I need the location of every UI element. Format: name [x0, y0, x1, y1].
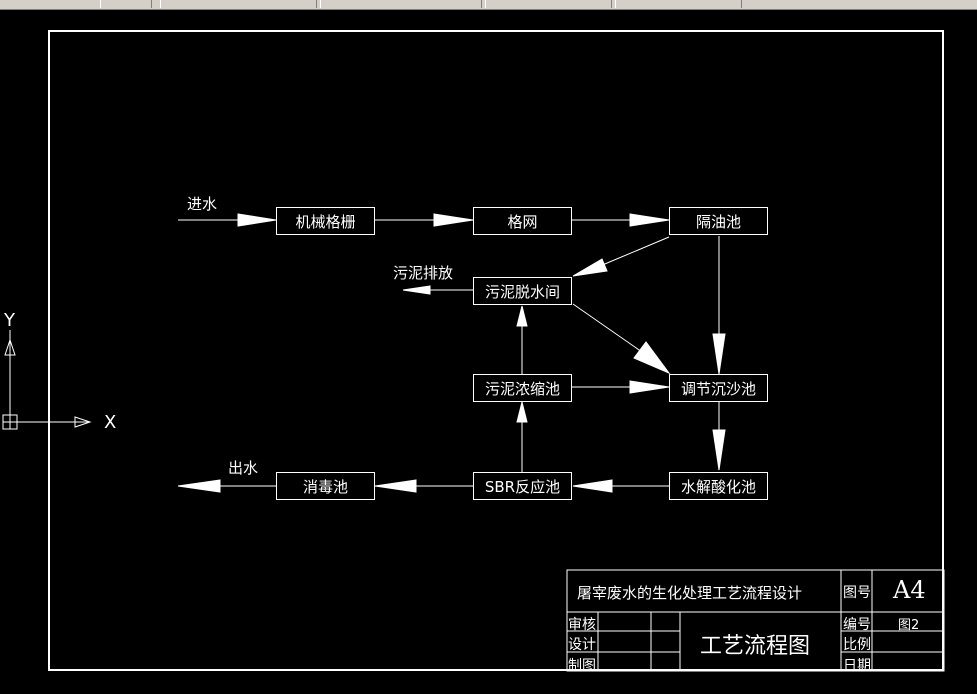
title-serial: 图2: [898, 618, 920, 633]
node-label: 污泥浓缩池: [484, 379, 560, 398]
node-mech-grille[interactable]: 机械格栅: [276, 207, 375, 235]
edge-dewater-adjust: [572, 303, 643, 353]
node-adjust-settle[interactable]: 调节沉沙池: [669, 374, 768, 402]
arrowhead: [572, 258, 608, 277]
title-review-label: 审核: [568, 617, 596, 633]
node-label: 消毒池: [302, 477, 348, 496]
arrowhead: [374, 479, 417, 493]
arrowhead: [516, 401, 528, 423]
node-label: 格网: [507, 212, 538, 231]
node-label: 隔油池: [695, 212, 741, 231]
node-label: 水解酸化池: [680, 477, 756, 496]
drawing-frame: [48, 30, 944, 671]
toolbar-color-dropdown[interactable]: [320, 0, 482, 8]
arrowhead: [516, 305, 528, 327]
title-scale-label: 比例: [843, 637, 871, 653]
cad-toolbar-strip: [0, 0, 977, 10]
arrowhead: [177, 479, 221, 493]
node-label: 机械格栅: [295, 212, 356, 231]
node-hydrolysis[interactable]: 水解酸化池: [669, 472, 768, 500]
arrowhead: [629, 213, 670, 227]
toolbar-linetype-dropdown[interactable]: [485, 0, 612, 8]
arrowhead: [572, 479, 613, 493]
title-design-label: 设计: [568, 637, 596, 653]
node-mesh[interactable]: 格网: [473, 207, 572, 235]
node-sludge-thickener[interactable]: 污泥浓缩池: [473, 374, 572, 402]
title-serial-label: 编号: [843, 617, 871, 633]
node-sludge-dewatering[interactable]: 污泥脱水间: [473, 277, 572, 305]
arrowhead: [633, 341, 671, 375]
label-inflow: 进水: [187, 195, 218, 213]
arrowhead: [237, 213, 277, 227]
arrowhead: [433, 213, 474, 227]
arrowhead: [402, 285, 431, 295]
toolbar-lineweight-dropdown[interactable]: [615, 0, 742, 8]
node-label: SBR反应池: [484, 477, 561, 496]
label-sludge-discharge: 污泥排放: [393, 264, 454, 282]
title-block-grid: [566, 569, 945, 672]
title-drawing-no-label: 图号: [843, 585, 871, 601]
title-drawing-name: 工艺流程图: [700, 634, 811, 659]
ucs-x-label: X: [104, 412, 117, 433]
edge-oil-dewater: [599, 236, 670, 267]
node-label: 污泥脱水间: [484, 282, 560, 301]
node-label: 调节沉沙池: [680, 379, 756, 398]
arrowhead: [629, 380, 670, 394]
label-outflow: 出水: [228, 459, 259, 477]
arrowhead: [712, 429, 726, 471]
toolbar-icons[interactable]: [100, 0, 152, 8]
title-project-name: 屠宰废水的生化处理工艺流程设计: [577, 584, 803, 602]
toolbar-layer-dropdown[interactable]: [160, 0, 317, 8]
node-disinfection[interactable]: 消毒池: [276, 472, 375, 500]
arrowhead: [712, 333, 726, 375]
title-draft-label: 制图: [568, 658, 596, 674]
title-drawing-no: A4: [893, 576, 926, 604]
title-date-label: 日期: [843, 658, 871, 674]
ucs-icon: [2, 330, 92, 430]
ucs-y-label: Y: [4, 310, 15, 331]
node-sbr-reactor[interactable]: SBR反应池: [473, 472, 572, 500]
node-oil-separator[interactable]: 隔油池: [669, 207, 768, 235]
